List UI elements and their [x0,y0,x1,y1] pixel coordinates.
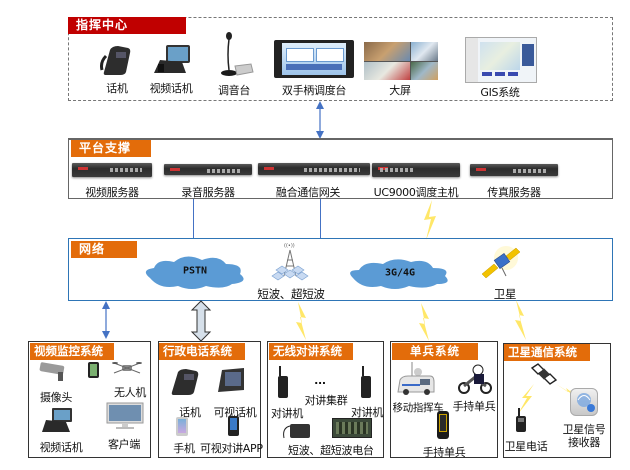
subsystem-item-label: 对讲机 [270,407,304,420]
connector-line [320,199,321,238]
wireless-intercom-panel [267,341,384,458]
monitor-icon [106,402,144,430]
desk-phone-icon [168,366,200,396]
police-motorcycle-icon [458,364,492,394]
network-panel [68,238,613,301]
admin-phone-panel [158,341,261,458]
subsystem-item-label: 视频话机 [39,441,83,454]
cloud-icon: 3G/4G [345,256,455,290]
subsystem-item-label: 移动指挥车 [392,402,444,414]
satellite-icon [530,362,558,388]
subsystem-item-label: 对讲集群 [304,394,348,407]
platform-panel [68,138,613,199]
microphone-console-icon [215,30,255,80]
subsystem-title: 卫星通信系统 [504,344,590,361]
platform-title: 平台支撑 [71,140,151,157]
network-item-label: 3G/4G [384,267,416,279]
vehicle-radio-icon [282,420,312,440]
subsystem-item-label: 无人机 [113,386,147,399]
subsystem-item-label: 短波、超短波电台 [288,444,374,457]
satellite-receiver-icon [570,388,598,416]
video-phone-icon [216,366,246,394]
app-phone-icon [228,416,239,436]
network-item-label: PSTN [182,265,208,277]
command-item-label: 话机 [106,82,128,95]
individual-soldier-panel [390,341,498,458]
lightning-icon [556,384,584,402]
radio-tower-icon: ((•)) [270,240,310,282]
gateway-rack-icon [258,163,370,175]
satellite-comm-panel [503,343,611,458]
thick-double-arrow-icon [190,300,212,342]
platform-item-label: UC9000调度主机 [373,186,459,199]
double-arrow-icon [102,301,110,339]
subsystem-item-label: 手机 [173,442,195,455]
lightning-icon [424,200,436,240]
subsystem-item-label: 对讲机 [350,406,384,419]
command-item-label: 调音台 [217,84,251,97]
command-vehicle-icon [396,362,436,396]
cloud-icon: PSTN [140,252,250,290]
drone-icon [112,360,142,376]
subsystem-item-label: 手持单兵 [452,400,496,413]
satellite-icon [480,246,521,282]
network-title: 网络 [71,241,137,258]
subsystem-item-label: 卫星电话 [504,440,548,453]
video-phone-icon [152,42,192,76]
subsystem-title: 单兵系统 [392,343,478,360]
server-rack-icon [470,164,558,176]
walkie-talkie-icon [360,366,372,400]
video-surveillance-panel [28,341,151,458]
lightning-icon [419,303,429,341]
video-phone-icon [40,406,74,434]
svg-text:((•)): ((•)) [284,243,295,249]
platform-item-label: 融合通信网关 [275,186,341,199]
platform-item-label: 视频服务器 [85,186,139,199]
satellite-phone-icon [516,408,526,432]
dispatch-host-rack-icon [372,163,460,177]
subsystem-title: 视频监控系统 [30,343,114,360]
subsystem-item-label: 客户端 [107,438,141,451]
network-item-label: 短波、超短波 [257,287,325,301]
server-rack-icon [164,164,252,175]
subsystem-title: 无线对讲系统 [269,343,353,360]
command-item-label: 视频话机 [149,82,193,95]
subsystem-title: 行政电话系统 [159,343,245,360]
tablet-icon [88,362,99,378]
subsystem-item-label: 可视对讲APP [200,442,263,455]
lightning-icon [515,300,526,340]
walkie-talkie-icon [277,366,289,400]
command-item-label: 双手柄调度台 [281,84,347,97]
command-center-panel [68,17,613,101]
subsystem-item-label: 话机 [179,406,201,419]
command-center-title: 指挥中心 [68,17,186,34]
video-wall-icon [364,42,438,80]
camera-icon [38,362,70,382]
rugged-phone-icon [437,411,449,439]
server-rack-icon [72,163,152,177]
subsystem-item-label: 可视话机 [213,406,257,419]
subsystem-item-label: ... [314,374,326,387]
network-item-label: 卫星 [493,287,517,301]
double-arrow-icon [316,101,324,139]
connector-line [193,199,194,238]
command-item-label: GIS系统 [480,86,520,99]
base-radio-icon [332,418,372,438]
smartphone-icon [176,417,188,436]
platform-item-label: 传真服务器 [487,186,541,199]
subsystem-item-label: 摄像头 [39,391,73,404]
subsystem-item-label: 手持单兵 [422,446,466,459]
subsystem-item-label: 卫星信号接收器 [562,423,606,449]
platform-item-label: 录音服务器 [181,186,235,199]
dispatch-console-icon [274,40,354,78]
desk-phone-icon [100,42,132,76]
lightning-icon [296,302,306,340]
command-item-label: 大屏 [389,84,411,97]
gis-map-icon [465,37,537,83]
